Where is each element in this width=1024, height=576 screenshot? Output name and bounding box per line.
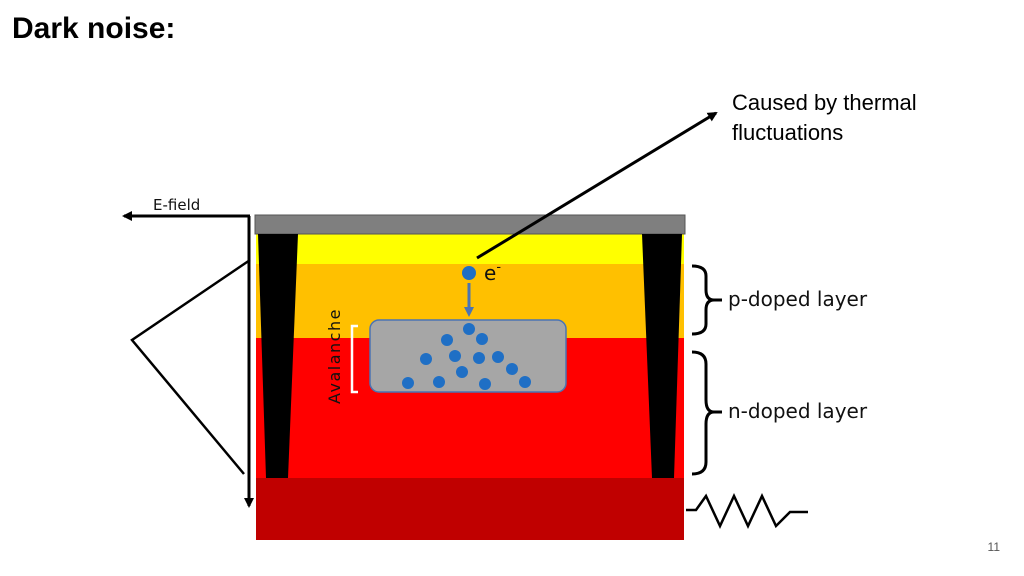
p-layer-label: p-doped layer (728, 287, 868, 311)
carrier-dot (492, 351, 504, 363)
field-profile-triangle (130, 258, 251, 475)
carrier-dot (433, 376, 445, 388)
carrier-dot (506, 363, 518, 375)
resistor-symbol (686, 493, 808, 529)
carrier-dot (456, 366, 468, 378)
avalanche-carriers (402, 323, 531, 390)
left-trench (258, 234, 298, 478)
slide-title: Dark noise: (12, 12, 176, 45)
thermal-fluctuation-caption: Caused by thermal fluctuations (732, 90, 917, 145)
carrier-dot (463, 323, 475, 335)
carrier-dot (441, 334, 453, 346)
carrier-dot (519, 376, 531, 388)
avalanche-region-box (369, 319, 567, 393)
carrier-dot (449, 350, 461, 362)
n-layer-bracket (691, 350, 715, 476)
top-cap (254, 214, 686, 235)
n-layer-label: n-doped layer (728, 399, 868, 423)
carrier-dot (476, 333, 488, 345)
right-trench (642, 234, 682, 478)
avalanche-bracket (350, 324, 358, 394)
page-number: 11 (987, 540, 1000, 554)
electron-dot (462, 266, 476, 280)
thermal-arrow (476, 111, 718, 260)
carrier-dot (420, 353, 432, 365)
p-layer-bracket (691, 264, 715, 336)
carrier-dot (479, 378, 491, 390)
carrier-dot (473, 352, 485, 364)
top-yellow-layer (256, 232, 684, 264)
efield-label: E-field (153, 196, 200, 214)
substrate-layer (256, 478, 684, 540)
electron-label: e- (484, 260, 501, 285)
avalanche-label: Avalanche (325, 308, 344, 404)
carrier-dot (402, 377, 414, 389)
